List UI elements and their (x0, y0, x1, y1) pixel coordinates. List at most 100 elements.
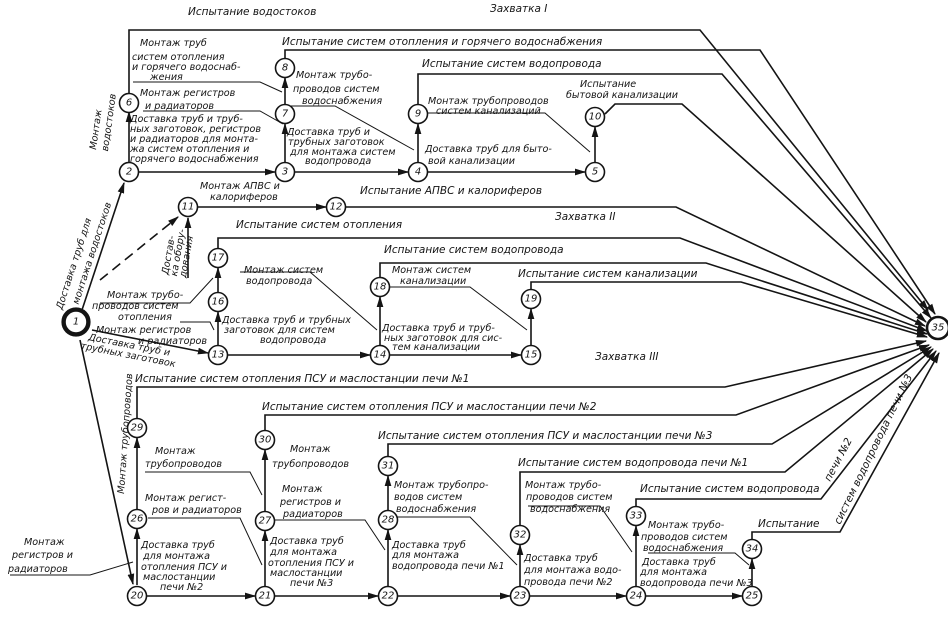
event-node-circle (377, 455, 399, 477)
label-delivery-22-23-c: водопровода печи №1 (392, 561, 505, 572)
event-node-number: 26 (131, 514, 144, 525)
label-delivery-20-21-b: для монтажа (142, 551, 210, 562)
event-node-22: 22 (377, 585, 399, 607)
event-node-circle (118, 161, 140, 183)
label-delivery-21-22-a: Доставка труб (269, 535, 344, 547)
edge-6-35 (128, 29, 929, 311)
event-node-circle (741, 585, 763, 607)
event-node-circle (407, 161, 429, 183)
event-node-25: 25 (741, 585, 763, 607)
event-node-35: 35 (925, 315, 948, 341)
event-node-30: 30 (254, 429, 276, 451)
label-delivery-3-4-b: трубных заготовок (288, 136, 385, 148)
label-heating-test-1: Испытание систем отопления и горячего во… (282, 36, 602, 48)
event-node-number: 3 (282, 167, 288, 178)
event-node-number: 13 (212, 350, 225, 361)
label-registers-1b: и радиаторов (145, 101, 214, 112)
event-node-number: 8 (282, 63, 288, 74)
event-node-29: 29 (126, 417, 148, 439)
label-water-install-2b: водопровода (246, 276, 312, 287)
event-node-circle (126, 508, 148, 530)
event-node-circle (369, 276, 391, 298)
event-node-circle (207, 344, 229, 366)
label-pipeline-27-30-a: Монтаж (290, 444, 331, 455)
label-delivery-3-4-c: для монтажа систем (289, 147, 396, 158)
label-heating-test-2: Испытание систем отопления (236, 219, 402, 231)
label-water-23-32-c: водоснабжения (530, 503, 610, 515)
edge-32-35 (519, 348, 934, 526)
event-node-number: 33 (630, 511, 643, 522)
label-psu-test-1: Испытание систем отопления ПСУ и маслост… (135, 373, 469, 385)
event-node-circle (509, 585, 531, 607)
event-node-circle (625, 505, 647, 527)
event-node-circle (377, 585, 399, 607)
event-node-number: 30 (259, 435, 272, 446)
label-psu-test-3: Испытание систем отопления ПСУ и маслост… (378, 430, 712, 442)
event-node-number: 25 (746, 591, 759, 602)
event-node-circle (407, 103, 429, 125)
label-delivery-22-23-a: Доставка труб (391, 539, 466, 551)
label-water-24-33-a: Монтаж трубо- (648, 519, 725, 531)
event-node-8: 8 (274, 57, 296, 79)
label-sewer-install-2b: канализации (400, 276, 466, 287)
event-node-number: 2 (126, 167, 132, 178)
label-apvs-install-b: калориферов (210, 192, 278, 203)
event-node-circle (254, 510, 276, 532)
event-node-number: 31 (382, 461, 395, 472)
event-node-27: 27 (254, 510, 276, 532)
activity-labels: Испытание водостоков Захватка I Захватка… (7, 3, 915, 593)
event-node-number: 1 (73, 317, 79, 328)
label-water-install-1c: водоснабжения (302, 95, 382, 107)
label-delivery-23-24-b: для монтажа водо- (523, 565, 622, 576)
edges (79, 29, 940, 600)
event-node-circle (177, 196, 199, 218)
label-heating-pipe-install-3: и горячего водоснаб- (132, 61, 241, 73)
event-node-20: 20 (126, 585, 148, 607)
label-delivery-4-5-b: вой канализации (428, 156, 515, 167)
label-water-test-3-2a: Испытание систем водопровода (640, 483, 820, 495)
label-water-24-33-c: водоснабжения (643, 542, 723, 554)
label-delivery-2-3-b: ных заготовок, регистров (130, 124, 261, 135)
label-heating-install-2a: Монтаж трубо- (107, 289, 184, 301)
event-node-14: 14 (369, 344, 391, 366)
label-water-install-2a: Монтаж систем (244, 265, 323, 276)
label-pipeline-26-29-b: трубопроводов (145, 458, 222, 470)
event-node-circle (584, 161, 606, 183)
label-delivery-3-4-d: водопровода (305, 156, 371, 167)
label-delivery-13-14-a: Доставка труб и трубных (221, 314, 351, 326)
label-sewer-test-2: Испытание систем канализации (518, 268, 698, 280)
event-node-circle (369, 344, 391, 366)
label-pipeline-26-29-a: Монтаж (155, 446, 196, 457)
event-node-24: 24 (625, 585, 647, 607)
event-node-circle (520, 288, 542, 310)
event-node-18: 18 (369, 276, 391, 298)
event-node-number: 24 (630, 591, 643, 602)
label-water-28-31-b: водов систем (394, 492, 462, 503)
edge-1-2 (79, 181, 125, 317)
label-registers-3-ext-b: регистров и (11, 550, 73, 561)
label-registers-1a: Монтаж регистров (140, 88, 236, 99)
label-sewer-test-1a: Испытание (580, 79, 636, 90)
event-node-23: 23 (509, 585, 531, 607)
label-delivery-13-14-b: заготовок для систем (224, 325, 335, 336)
event-node-circle (625, 585, 647, 607)
event-node-6: 6 (118, 92, 140, 114)
label-delivery-20-21-a: Доставка труб (140, 539, 215, 551)
event-node-number: 20 (131, 591, 144, 602)
event-node-12: 12 (325, 196, 347, 218)
event-node-number: 15 (525, 350, 538, 361)
event-node-3: 3 (274, 161, 296, 183)
edge-12-35 (346, 206, 927, 327)
label-delivery-21-22-b: для монтажа (269, 547, 337, 558)
event-node-number: 17 (212, 253, 225, 264)
section-2-title: Захватка II (555, 211, 615, 223)
event-node-number: 22 (382, 591, 395, 602)
event-node-number: 28 (382, 515, 395, 526)
label-water-install-1b: проводов систем (293, 84, 379, 95)
event-node-number: 27 (259, 516, 272, 527)
event-node-number: 29 (131, 423, 144, 434)
event-node-number: 9 (415, 109, 421, 120)
event-node-17: 17 (207, 247, 229, 269)
event-node-19: 19 (520, 288, 542, 310)
